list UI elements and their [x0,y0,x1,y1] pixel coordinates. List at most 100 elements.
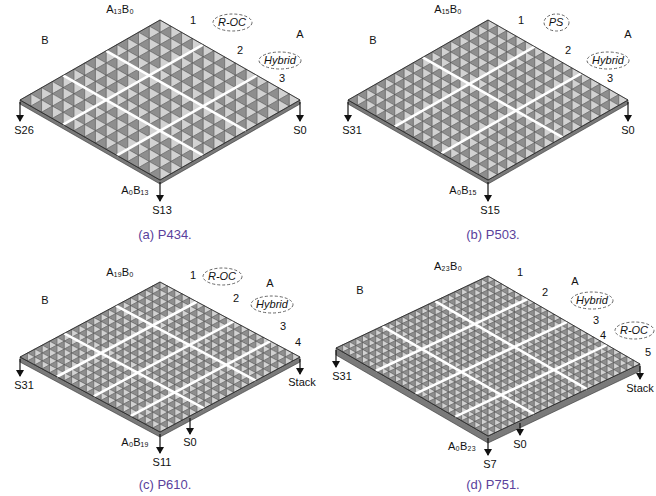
grid-cell [257,112,268,124]
region-gap [117,75,257,155]
grid-cell [95,137,106,149]
sink-arrow [19,359,20,376]
grid-cell [27,357,34,365]
grid-cell [234,385,241,393]
node-grid [348,20,628,184]
grid-cell [106,143,117,155]
grid-cell [42,365,49,373]
grid-cell [153,424,160,432]
grid-cell [376,111,385,122]
sink-arrow [159,182,160,201]
grid-cell [160,168,171,180]
grid-cell [85,131,96,143]
grid-outline [20,20,300,180]
grid-cell [516,153,525,164]
grid-cell [212,396,219,404]
grid-cell [128,155,139,167]
grid-cell [479,169,488,180]
grid-cell [226,389,233,397]
grid-cell [507,159,516,170]
grid-cell [278,100,289,112]
grid-cell [348,95,357,106]
grid-cell [42,106,53,118]
grid-cell [145,420,152,428]
grid-cell [203,143,214,155]
grid-cell [86,389,93,397]
grid-cell [563,127,572,138]
grid-cell [367,105,376,116]
grid-cell [214,137,225,149]
grid-cell [497,164,506,175]
sink-arrow [487,182,488,201]
region-gap [423,57,563,137]
grid-cell [385,116,394,127]
grid-cell [74,125,85,137]
grid-cell [138,162,149,174]
grid-cell [175,416,182,424]
grid-cell [256,373,263,381]
grid-cell [451,153,460,164]
region-gap [116,306,256,381]
grid-cell [572,121,581,132]
node-grid [336,276,640,443]
grid-cell [189,408,196,416]
grid-cell [357,100,366,111]
grid-cell [535,143,544,154]
grid-cell [544,137,553,148]
node-grid [20,20,300,184]
grid-cell [241,381,248,389]
grid-cell [167,420,174,428]
grid-outline [20,282,300,432]
sink-arrow [19,102,20,121]
grid-cell [31,100,42,112]
grid-cell [20,353,27,361]
grid-cell [182,412,189,420]
grid-cell [35,361,42,369]
grid-cell [278,361,285,369]
node-grid [20,282,300,437]
grid-slab [20,357,300,437]
grid-cell [469,164,478,175]
grid-cell [101,396,108,404]
grid-cell [423,137,432,148]
grid-cell [404,127,413,138]
grid-cell [581,116,590,127]
grid-cell [268,106,279,118]
grid-cell [20,94,31,106]
grid-cell [171,162,182,174]
grid-cell [204,400,211,408]
sink-arrow [189,418,190,434]
grid-cell [116,404,123,412]
grid-cell [149,168,160,180]
grid-cell [293,353,300,361]
grid-outline [348,20,628,180]
sink-arrow [627,102,628,121]
grid-cell [271,365,278,373]
grid-slab [336,348,640,443]
grid-cell [72,381,79,389]
grid-cell [591,111,600,122]
grid-cell [263,369,270,377]
grid-slab [20,100,300,184]
sink-arrow [159,434,160,453]
grid-cell [64,377,71,385]
grid-cell [609,100,618,111]
grid-cell [182,155,193,167]
region-gap [441,73,581,153]
grid-cell [289,94,300,106]
grid-cell [138,416,145,424]
grid-cell [285,357,292,365]
grid-slab [348,100,628,184]
grid-cell [460,159,469,170]
grid-cell [600,105,609,116]
grid-cell [160,424,167,432]
region-gap [106,51,246,131]
region-gap [395,47,535,127]
sink-arrow [299,102,300,121]
grid-cell [79,385,86,393]
region-gap [63,45,203,125]
region-gap [63,75,203,155]
grid-cell [49,369,56,377]
